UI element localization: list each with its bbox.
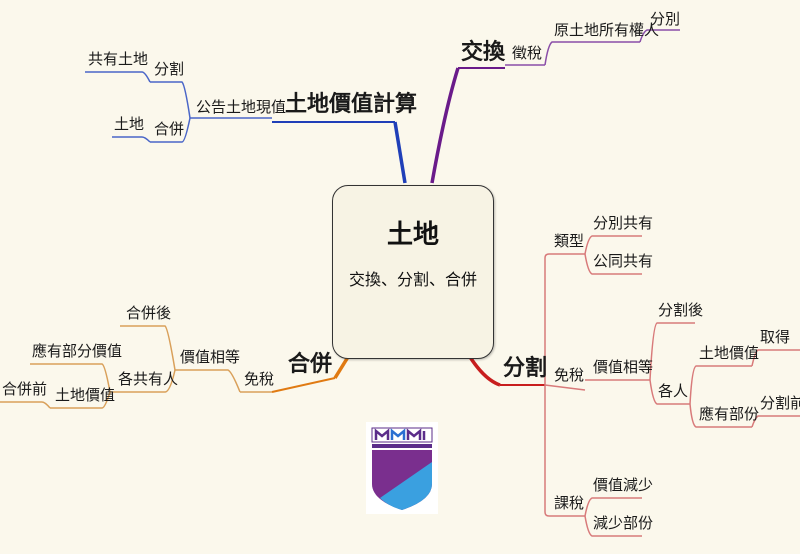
node-calc-basis[interactable]: 公告土地現值 xyxy=(196,98,287,116)
link-calc-split xyxy=(150,81,191,119)
link-exchange-mode xyxy=(639,29,680,43)
node-exchange-owner[interactable]: 原土地所有權人 xyxy=(554,21,660,39)
node-split-exempt[interactable]: 免稅 xyxy=(554,366,585,384)
node-split-taxed[interactable]: 課稅 xyxy=(554,494,585,512)
node-split-reduce[interactable]: 價值減少 xyxy=(593,476,654,494)
link-merge-before xyxy=(0,401,51,409)
node-split-before[interactable]: 分割前 xyxy=(760,394,800,412)
node-calc-shared-land[interactable]: 共有土地 xyxy=(88,50,149,68)
link-split-taxed xyxy=(544,385,585,517)
node-calc-land[interactable]: 土地 xyxy=(114,115,145,133)
node-split-landvalue[interactable]: 土地價值 xyxy=(699,344,760,362)
link-merge-owners xyxy=(110,369,176,393)
link-split-before xyxy=(751,415,800,428)
underline-merge-main xyxy=(271,377,336,393)
link-split-exempt xyxy=(544,384,586,391)
node-merge-equal[interactable]: 價值相等 xyxy=(180,348,241,366)
node-exchange[interactable]: 交換 xyxy=(461,40,506,65)
node-split-type[interactable]: 類型 xyxy=(554,232,585,250)
branch-line-merge xyxy=(333,356,350,379)
link-merge-equal xyxy=(175,369,241,393)
link-split-type1 xyxy=(584,235,642,255)
center-title: 土地 xyxy=(386,220,439,250)
link-calc-merge xyxy=(150,117,191,143)
link-calc-shared xyxy=(85,71,151,83)
node-merge-before[interactable]: 合併前 xyxy=(2,380,48,398)
node-calc-split[interactable]: 分割 xyxy=(154,60,185,78)
link-merge-landvalue xyxy=(50,391,111,409)
link-calc-land xyxy=(112,136,151,143)
node-calc-merge[interactable]: 合併 xyxy=(154,120,185,138)
node-split-type2[interactable]: 公同共有 xyxy=(593,252,654,270)
node-split[interactable]: 分割 xyxy=(503,356,548,381)
node-merge-owners[interactable]: 各共有人 xyxy=(118,370,179,388)
node-merge-landvalue[interactable]: 土地價值 xyxy=(55,386,116,404)
link-merge-after xyxy=(120,325,176,371)
link-split-share xyxy=(689,403,752,428)
node-split-acquire[interactable]: 取得 xyxy=(760,328,791,346)
logo-icon xyxy=(366,422,438,514)
link-merge-share xyxy=(30,363,111,393)
link-split-acquire xyxy=(751,349,800,367)
link-split-after xyxy=(649,322,695,381)
node-split-after[interactable]: 分割後 xyxy=(658,301,704,319)
link-split-each xyxy=(649,379,690,405)
node-exchange-mode[interactable]: 分別 xyxy=(650,10,681,28)
node-split-equal[interactable]: 價值相等 xyxy=(593,358,654,376)
link-split-type2 xyxy=(584,253,642,275)
node-calc[interactable]: 土地價值計算 xyxy=(285,92,418,117)
branch-line-split xyxy=(468,356,501,387)
center-subtitle: 交換、分割、合併 xyxy=(348,270,477,289)
node-split-reducepart[interactable]: 減少部份 xyxy=(593,514,654,532)
link-split-landvalue xyxy=(689,365,752,405)
link-exchange-owner xyxy=(544,41,640,66)
node-merge-exempt[interactable]: 免稅 xyxy=(244,370,275,388)
node-merge-after[interactable]: 合併後 xyxy=(126,304,172,322)
branch-line-exchange xyxy=(430,67,460,184)
node-split-each[interactable]: 各人 xyxy=(658,382,689,400)
node-split-share[interactable]: 應有部份 xyxy=(699,405,760,423)
node-exchange-tax[interactable]: 徵稅 xyxy=(512,44,543,62)
link-split-type xyxy=(544,253,585,385)
link-split-reduce xyxy=(584,497,642,517)
node-split-type1[interactable]: 分別共有 xyxy=(593,214,654,232)
center-node[interactable]: 土地 交換、分割、合併 xyxy=(332,185,494,359)
branch-line-calc xyxy=(393,121,407,184)
node-merge-share[interactable]: 應有部分價值 xyxy=(32,342,123,360)
link-split-reducepart xyxy=(584,515,642,537)
node-merge[interactable]: 合併 xyxy=(288,352,333,377)
